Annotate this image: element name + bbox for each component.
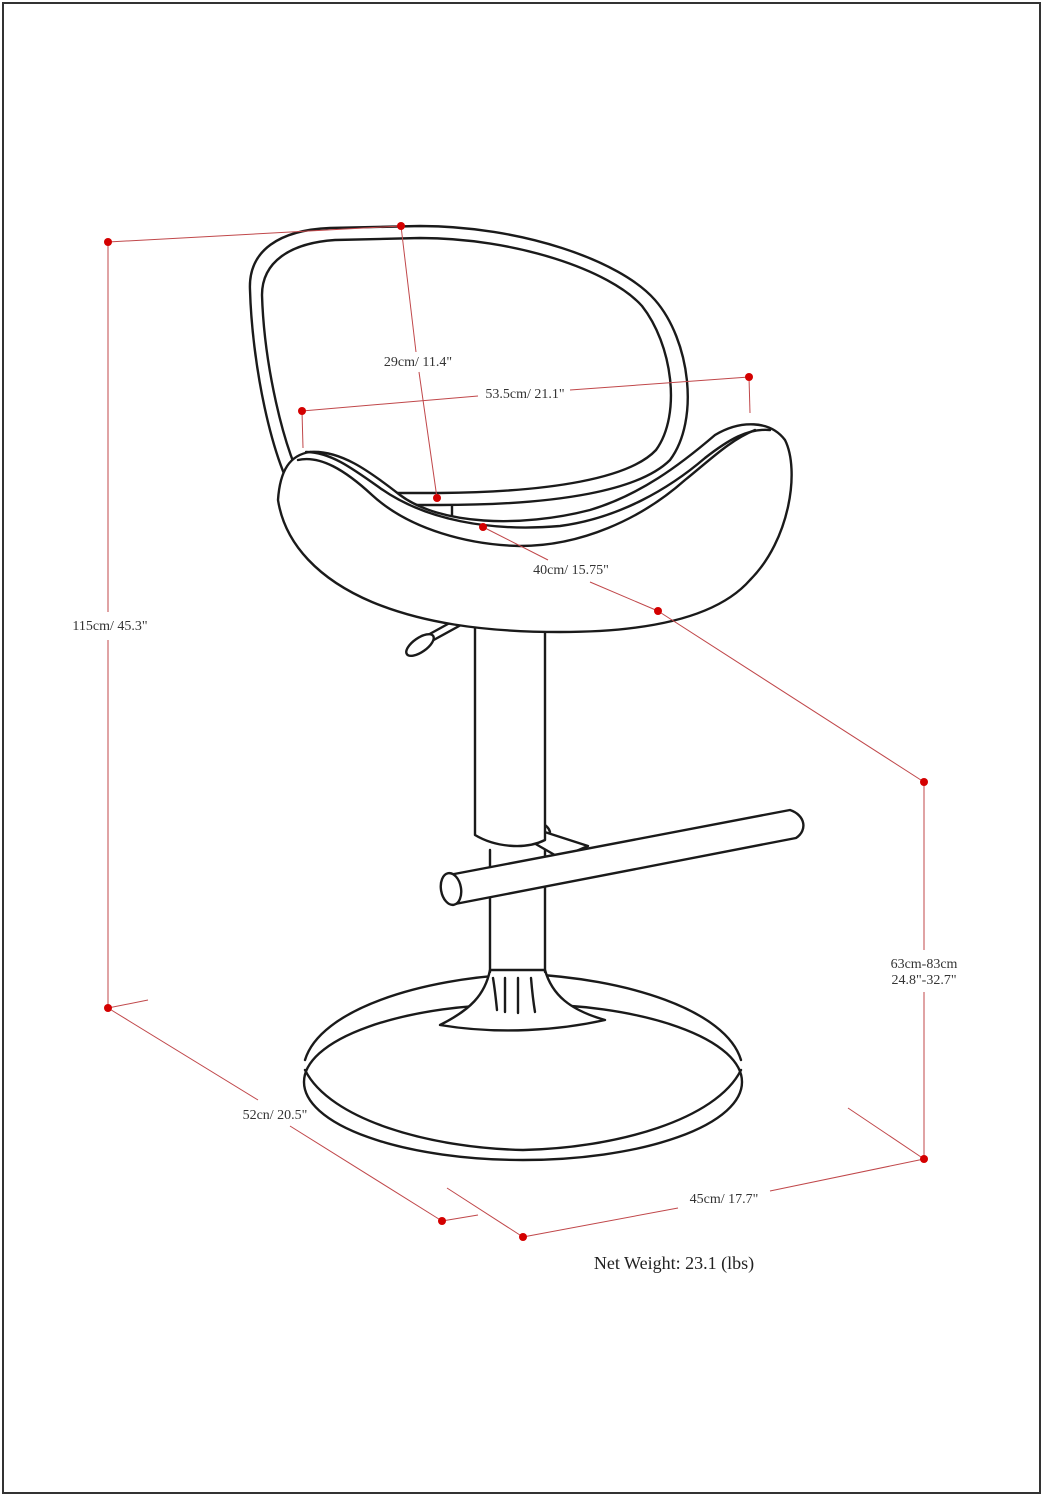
total-height-label: 115cm/ 45.3" — [72, 619, 147, 634]
seat-depth-label: 40cm/ 15.75" — [533, 563, 609, 578]
dimension-dot — [519, 1233, 527, 1241]
seat — [276, 423, 793, 634]
total-height-line — [107, 225, 402, 243]
dimension-dot — [104, 238, 112, 246]
dimension-dot — [479, 523, 487, 531]
seat-width-label: 53.5cm/ 21.1" — [485, 387, 564, 402]
seat-height-guide — [657, 610, 925, 783]
dimension-labels: 115cm/ 45.3" 29cm/ 11.4" 53.5cm/ 21.1" 4… — [72, 355, 957, 1274]
stool-drawing — [248, 224, 805, 1162]
dimension-lines — [107, 225, 925, 1238]
seat-width-line — [301, 395, 479, 412]
seat-height-label-imperial: 24.8"-32.7" — [891, 973, 956, 988]
dimension-dot — [438, 1217, 446, 1225]
back-height-line — [400, 225, 417, 353]
base-width-line — [522, 1207, 679, 1238]
back-height-label: 29cm/ 11.4" — [384, 355, 452, 370]
dimension-dot — [745, 373, 753, 381]
dimension-dot — [433, 494, 441, 502]
dimension-dot — [104, 1004, 112, 1012]
stool-base — [302, 972, 744, 1162]
gas-column — [473, 618, 547, 848]
net-weight-label: Net Weight: 23.1 (lbs) — [594, 1253, 754, 1274]
dimension-dot — [654, 607, 662, 615]
base-depth-line — [107, 1007, 259, 1101]
column-flare — [438, 968, 607, 1032]
seat-height-label-metric: 63cm-83cm — [891, 957, 958, 972]
dimension-dot — [298, 407, 306, 415]
dimension-dot — [920, 778, 928, 786]
base-width-label: 45cm/ 17.7" — [690, 1192, 759, 1207]
dimension-dot — [397, 222, 405, 230]
dimension-dot — [920, 1155, 928, 1163]
dimension-dots — [104, 222, 928, 1241]
seat-depth-line — [482, 526, 549, 561]
base-depth-label: 52cn/ 20.5" — [243, 1108, 308, 1123]
